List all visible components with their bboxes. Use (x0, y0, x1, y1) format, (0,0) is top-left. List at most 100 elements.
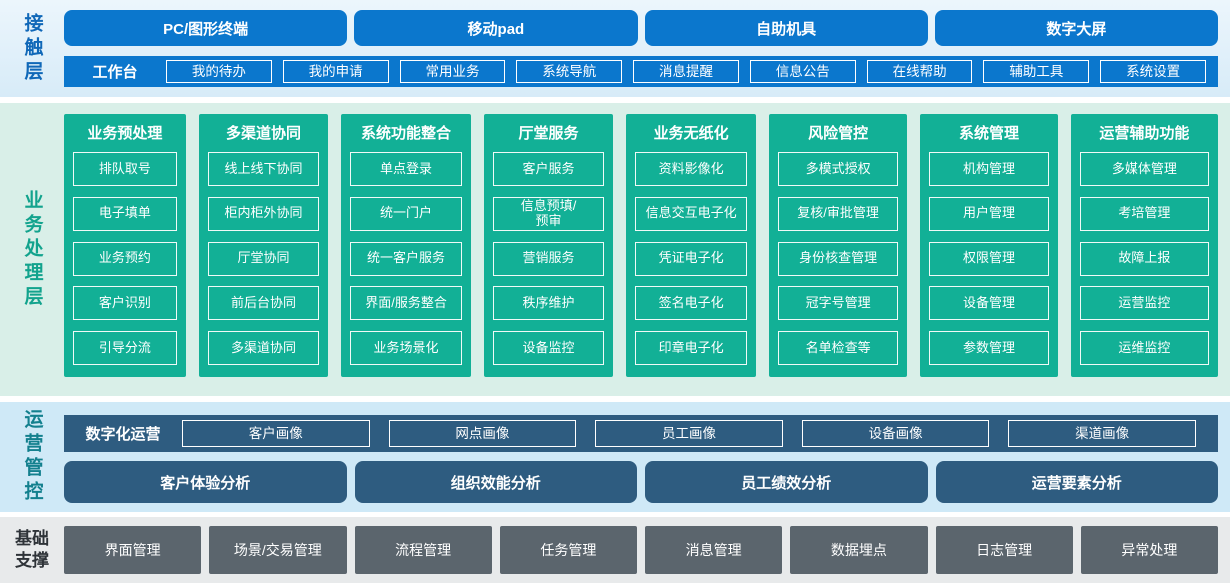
terminal-pc-button[interactable]: PC/图形终端 (64, 10, 348, 46)
profile-employee[interactable]: 员工画像 (595, 420, 783, 447)
foundation-items: 界面管理 场景/交易管理 流程管理 任务管理 消息管理 数据埋点 日志管理 异常… (64, 517, 1230, 583)
module-box[interactable]: 统一门户 (350, 196, 462, 231)
module-box[interactable]: 复核/审批管理 (777, 196, 899, 231)
module-box[interactable]: 资料影像化 (635, 152, 747, 186)
module-box[interactable]: 线上线下协同 (207, 152, 320, 186)
module-box[interactable]: 名单检查等 (777, 331, 899, 365)
module-box[interactable]: 信息预填/ 预审 (492, 196, 605, 231)
terminal-selfsvc-button[interactable]: 自助机具 (644, 10, 928, 46)
terminal-screen-button[interactable]: 数字大屏 (934, 10, 1218, 46)
column-system-integration: 系统功能整合 单点登录 统一门户 统一客户服务 界面/服务整合 业务场景化 (341, 114, 471, 377)
module-box[interactable]: 签名电子化 (635, 286, 747, 321)
module-box[interactable]: 考培管理 (1079, 196, 1210, 231)
module-box[interactable]: 营销服务 (492, 241, 605, 276)
contact-layer: 接触层 PC/图形终端 移动pad 自助机具 数字大屏 工作台 我的待办 我的申… (0, 0, 1230, 97)
module-box[interactable]: 冠字号管理 (777, 286, 899, 321)
contact-layer-content: PC/图形终端 移动pad 自助机具 数字大屏 工作台 我的待办 我的申请 常用… (64, 0, 1230, 97)
module-box[interactable]: 厅堂协同 (207, 241, 320, 276)
foundation-task-mgmt[interactable]: 任务管理 (499, 526, 637, 574)
column-title: 业务预处理 (87, 125, 163, 142)
module-box[interactable]: 引导分流 (73, 331, 177, 365)
column-title: 业务无纸化 (653, 125, 729, 142)
profile-branch[interactable]: 网点画像 (388, 420, 577, 447)
workbench-label: 工作台 (92, 64, 138, 81)
column-risk-control: 风险管控 多模式授权 复核/审批管理 身份核查管理 冠字号管理 名单检查等 (768, 114, 908, 377)
foundation-message-mgmt[interactable]: 消息管理 (645, 526, 783, 574)
workbench-item-todo[interactable]: 我的待办 (166, 60, 272, 83)
business-layer-label: 业务处理层 (21, 189, 43, 310)
profile-equipment[interactable]: 设备画像 (801, 420, 990, 447)
column-lobby-service: 厅堂服务 客户服务 信息预填/ 预审 营销服务 秩序维护 设备监控 (483, 114, 614, 377)
module-box[interactable]: 客户识别 (73, 286, 177, 321)
foundation-layer: 基础支撑 界面管理 场景/交易管理 流程管理 任务管理 消息管理 数据埋点 日志… (0, 517, 1230, 583)
workbench-items: 我的待办 我的申请 常用业务 系统导航 消息提醒 信息公告 在线帮助 辅助工具 … (166, 60, 1207, 83)
workbench-item-help[interactable]: 在线帮助 (866, 60, 973, 83)
workbench-item-common[interactable]: 常用业务 (399, 60, 506, 83)
digital-ops-label: 数字化运营 (85, 426, 161, 443)
module-box[interactable]: 信息交互电子化 (635, 196, 747, 231)
module-box[interactable]: 设备监控 (492, 331, 605, 365)
foundation-process-mgmt[interactable]: 流程管理 (354, 526, 492, 574)
foundation-log-mgmt[interactable]: 日志管理 (935, 526, 1073, 574)
column-title: 运营辅助功能 (1099, 125, 1190, 142)
foundation-data-tracking[interactable]: 数据埋点 (790, 526, 928, 574)
operations-layer-label: 运营管控 (21, 409, 43, 505)
analysis-org-efficiency[interactable]: 组织效能分析 (354, 461, 637, 503)
module-box[interactable]: 故障上报 (1079, 241, 1210, 276)
module-box[interactable]: 排队取号 (73, 152, 177, 186)
column-pre-processing: 业务预处理 排队取号 电子填单 业务预约 客户识别 引导分流 (64, 114, 186, 377)
module-box[interactable]: 身份核查管理 (777, 241, 899, 276)
profile-customer[interactable]: 客户画像 (182, 420, 370, 447)
module-box[interactable]: 多模式授权 (777, 152, 899, 186)
module-box[interactable]: 单点登录 (350, 152, 462, 186)
column-title: 多渠道协同 (225, 125, 301, 142)
terminal-pad-button[interactable]: 移动pad (354, 10, 638, 46)
module-box[interactable]: 业务场景化 (350, 331, 462, 365)
module-box[interactable]: 前后台协同 (207, 286, 320, 321)
module-box[interactable]: 运营监控 (1079, 286, 1210, 321)
foundation-ui-mgmt[interactable]: 界面管理 (64, 526, 202, 574)
column-multichannel: 多渠道协同 线上线下协同 柜内柜外协同 厅堂协同 前后台协同 多渠道协同 (198, 114, 329, 377)
profile-channel[interactable]: 渠道画像 (1008, 420, 1196, 447)
module-box[interactable]: 电子填单 (73, 196, 177, 231)
module-box[interactable]: 印章电子化 (635, 331, 747, 365)
contact-layer-label: 接触层 (21, 12, 43, 85)
module-box[interactable]: 业务预约 (73, 241, 177, 276)
business-layer: 业务处理层 业务预处理 排队取号 电子填单 业务预约 客户识别 引导分流 多渠道… (0, 103, 1230, 396)
operations-layer: 运营管控 数字化运营 客户画像 网点画像 员工画像 设备画像 渠道画像 客户体验… (0, 402, 1230, 512)
column-title: 厅堂服务 (518, 125, 579, 142)
module-box[interactable]: 凭证电子化 (635, 241, 747, 276)
module-box[interactable]: 多媒体管理 (1079, 152, 1210, 186)
module-box[interactable]: 设备管理 (929, 286, 1049, 321)
workbench-item-tools[interactable]: 辅助工具 (983, 60, 1090, 83)
module-box[interactable]: 统一客户服务 (350, 241, 462, 276)
operations-content: 数字化运营 客户画像 网点画像 员工画像 设备画像 渠道画像 客户体验分析 组织… (64, 402, 1230, 512)
analysis-ops-elements[interactable]: 运营要素分析 (935, 461, 1218, 503)
module-box[interactable]: 客户服务 (492, 152, 605, 186)
workbench-item-nav[interactable]: 系统导航 (516, 60, 623, 83)
module-box[interactable]: 秩序维护 (492, 286, 605, 321)
analysis-customer-experience[interactable]: 客户体验分析 (64, 461, 347, 503)
business-columns: 业务预处理 排队取号 电子填单 业务预约 客户识别 引导分流 多渠道协同 线上线… (64, 103, 1230, 396)
digital-ops-bar: 数字化运营 客户画像 网点画像 员工画像 设备画像 渠道画像 (64, 415, 1218, 452)
workbench-item-alerts[interactable]: 消息提醒 (633, 60, 739, 83)
module-box[interactable]: 权限管理 (929, 241, 1049, 276)
workbench-item-requests[interactable]: 我的申请 (282, 60, 389, 83)
module-box[interactable]: 机构管理 (929, 152, 1049, 186)
workbench-item-notices[interactable]: 信息公告 (749, 60, 856, 83)
analysis-employee-kpi[interactable]: 员工绩效分析 (645, 461, 928, 503)
column-paperless: 业务无纸化 资料影像化 信息交互电子化 凭证电子化 签名电子化 印章电子化 (626, 114, 756, 377)
foundation-layer-label: 基础支撑 (15, 528, 49, 570)
module-box[interactable]: 参数管理 (929, 331, 1049, 365)
module-box[interactable]: 用户管理 (929, 196, 1049, 231)
workbench-item-settings[interactable]: 系统设置 (1100, 60, 1207, 83)
module-box[interactable]: 柜内柜外协同 (207, 196, 320, 231)
foundation-scene-txn[interactable]: 场景/交易管理 (209, 526, 347, 574)
column-title: 系统管理 (958, 125, 1019, 142)
module-box[interactable]: 多渠道协同 (207, 331, 320, 365)
column-title: 风险管控 (808, 125, 869, 142)
module-box[interactable]: 界面/服务整合 (350, 286, 462, 321)
module-box[interactable]: 运维监控 (1079, 331, 1210, 365)
foundation-exception[interactable]: 异常处理 (1080, 526, 1218, 574)
profile-items: 客户画像 网点画像 员工画像 设备画像 渠道画像 (182, 420, 1196, 447)
